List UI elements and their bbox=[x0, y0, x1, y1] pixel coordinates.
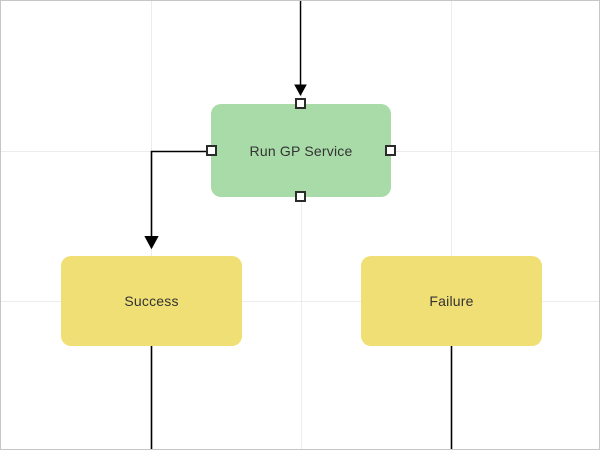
port-bottom-run-gp-service[interactable] bbox=[295, 191, 306, 202]
node-run-gp-service[interactable]: Run GP Service bbox=[211, 104, 391, 197]
port-top-run-gp-service[interactable] bbox=[295, 98, 306, 109]
node-success[interactable]: Success bbox=[61, 256, 242, 346]
node-failure[interactable]: Failure bbox=[361, 256, 542, 346]
node-label-success: Success bbox=[124, 293, 179, 309]
node-label-failure: Failure bbox=[429, 293, 474, 309]
port-right-run-gp-service[interactable] bbox=[385, 145, 396, 156]
edge-run-gp-service-to-success[interactable] bbox=[144, 150, 213, 250]
port-left-run-gp-service[interactable] bbox=[206, 145, 217, 156]
node-label-run-gp-service: Run GP Service bbox=[249, 142, 353, 159]
